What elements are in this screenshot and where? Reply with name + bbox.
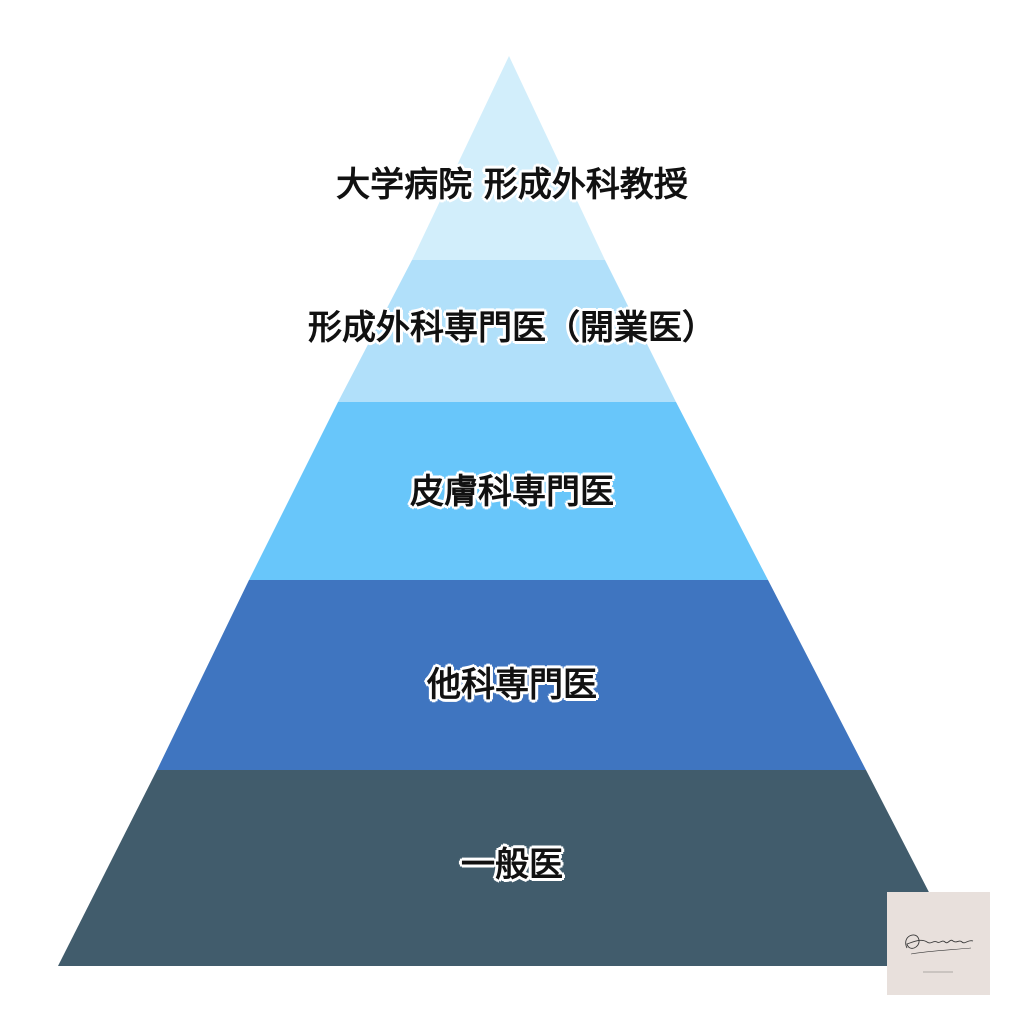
tier-label-general-doctor: 一般医	[461, 845, 563, 885]
tier-label-dermatology-specialist: 皮膚科専門医	[410, 472, 614, 512]
pyramid-tier-2	[338, 260, 676, 402]
tier-label-other-specialist: 他科専門医	[427, 665, 597, 705]
tier-label-plastic-surgery-specialist: 形成外科専門医（開業医）	[308, 308, 716, 348]
tier-label-professor: 大学病院 形成外科教授	[336, 165, 688, 205]
pyramid-tier-1	[412, 56, 605, 260]
signature-logo-icon	[905, 934, 974, 973]
pyramid-tier-5	[58, 770, 967, 966]
signature-logo	[887, 892, 990, 995]
pyramid-tier-4	[157, 580, 866, 770]
pyramid-tier-3	[249, 402, 768, 580]
